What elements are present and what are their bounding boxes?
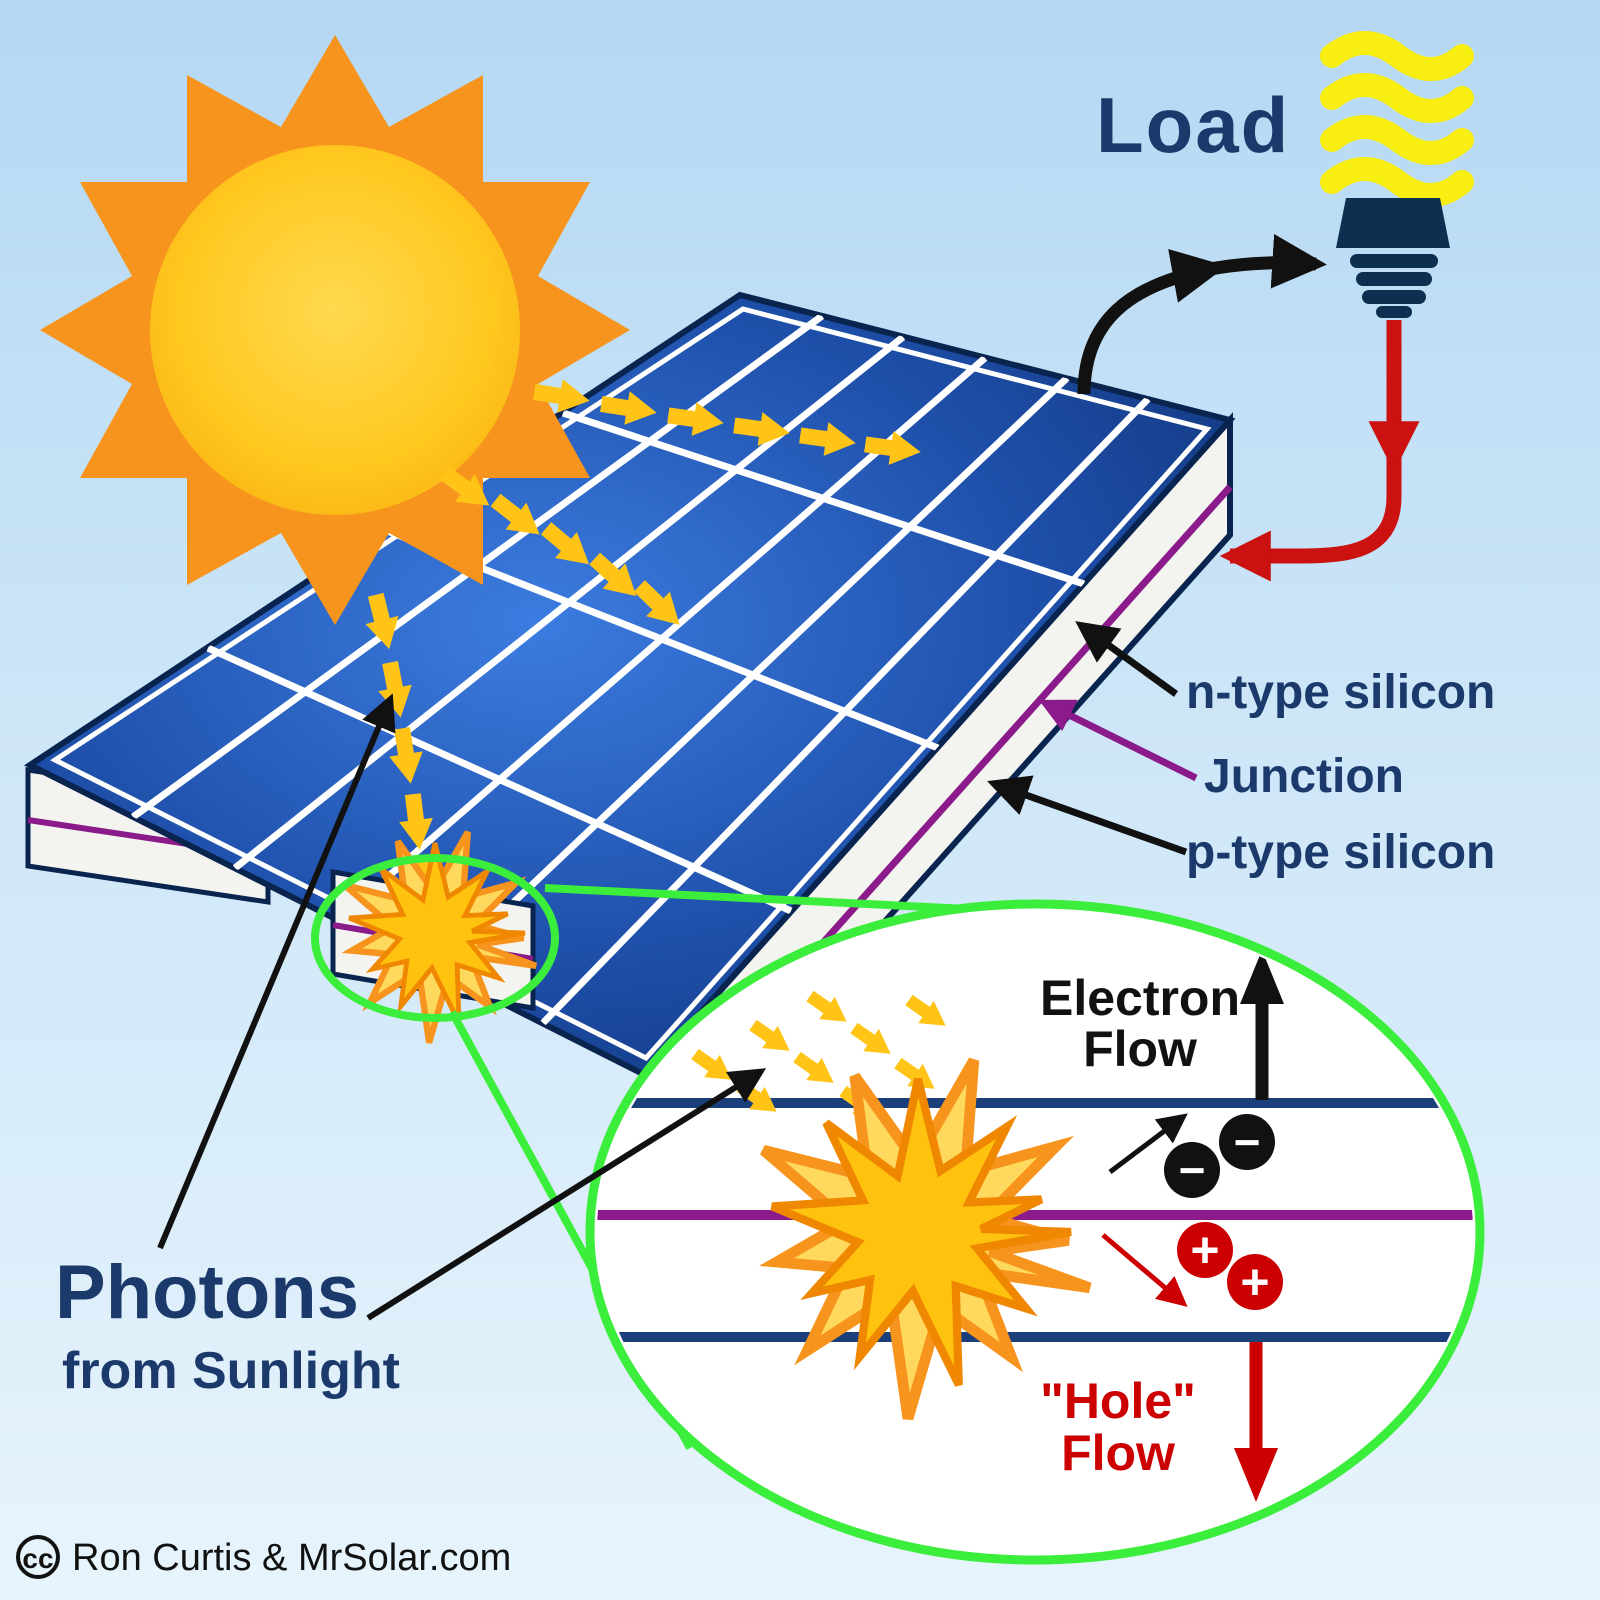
bulb-tube [1320, 31, 1474, 207]
electron-direction-arrow [1108, 1113, 1188, 1174]
hole-circle [1177, 1222, 1233, 1278]
photons-pointer-arrow-1 [157, 693, 396, 1250]
sun-body [150, 145, 520, 515]
zoom-lens: − − + + Electron [311, 854, 1485, 1565]
photons-pointer-arrow-2 [366, 1068, 767, 1321]
electron-flow-head [1240, 950, 1284, 1004]
load-label: Load [1096, 81, 1290, 169]
hole-icon: + [1177, 1222, 1233, 1278]
photons-title: Photons [55, 1250, 359, 1335]
layer-labels: n-type silicon Junction p-type silicon [987, 621, 1495, 879]
photons-subtitle: from Sunlight [62, 1342, 400, 1400]
plus-glyph: + [1190, 1222, 1219, 1278]
cc-icon [16, 1535, 60, 1579]
junction-label: Junction [1204, 750, 1404, 803]
electron-flow-label-line2: Flow [1083, 1021, 1197, 1077]
hole-flow-label-line1: "Hole" [1040, 1373, 1196, 1429]
p-type-label: p-type silicon [1186, 826, 1495, 879]
hole-flow-label-line2: Flow [1061, 1425, 1175, 1481]
wire-black-segment1 [1077, 248, 1227, 395]
panel-grid-lines [50, 306, 1212, 1062]
hole-flow-head [1234, 1448, 1278, 1502]
sun-icon [40, 35, 630, 625]
electron-flow-label-line1: Electron [1040, 970, 1240, 1026]
zoom-circle-outline [585, 899, 1485, 1565]
junction-pointer-arrow [1038, 699, 1198, 782]
electron-circle [1164, 1142, 1220, 1198]
wire-black-segment2 [1214, 234, 1327, 289]
electron-icon: − [1219, 1114, 1275, 1170]
cfl-bulb-icon [1320, 31, 1474, 318]
n-type-label: n-type silicon [1186, 666, 1495, 719]
cc-icon-glyph: cc [22, 1543, 53, 1574]
zoom-source-circle [311, 854, 559, 1022]
photons-label-group: Photons from Sunlight [55, 693, 767, 1400]
hole-flow-arrow [1234, 1342, 1278, 1502]
wire-red-segment2 [1219, 462, 1402, 582]
hole-circle [1227, 1254, 1283, 1310]
credit-line: cc Ron Curtis & MrSolar.com [16, 1535, 511, 1579]
credit-text: Ron Curtis & MrSolar.com [72, 1537, 511, 1579]
circuit-wires [1077, 234, 1420, 582]
zoom-contents: − − + + Electron [597, 950, 1473, 1502]
electron-icon: − [1164, 1142, 1220, 1198]
electron-circle [1219, 1114, 1275, 1170]
hole-direction-arrow [1101, 1233, 1188, 1307]
n-type-pointer-arrow [1075, 621, 1179, 697]
minus-glyph: − [1234, 1116, 1261, 1168]
plus-glyph: + [1240, 1254, 1269, 1310]
minus-glyph: − [1179, 1144, 1206, 1196]
electron-flow-arrow [1240, 950, 1284, 1100]
p-type-pointer-arrow [987, 775, 1188, 856]
hole-icon: + [1227, 1254, 1283, 1310]
bulb-base [1336, 198, 1450, 318]
